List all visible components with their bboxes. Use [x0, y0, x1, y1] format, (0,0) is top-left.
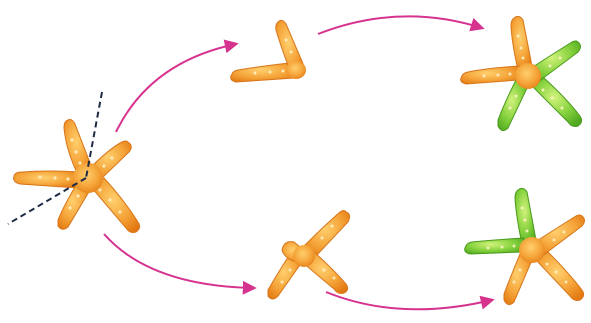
bottom-regen-arm-bottom-right — [536, 252, 584, 301]
arrow-parent-to-top-fragment — [116, 44, 236, 132]
bottom-fragment — [268, 211, 350, 300]
parent-arm-left — [14, 171, 80, 188]
top-regenerated-starfish — [461, 16, 582, 130]
parent-starfish — [14, 120, 140, 233]
parent-center — [73, 163, 103, 193]
top-regen-arm-bottom-right — [532, 78, 582, 127]
top-fragment — [231, 20, 306, 82]
bottom-regenerated-starfish — [465, 188, 585, 304]
bottom-regen-arm-top — [515, 188, 536, 244]
arrow-parent-to-bottom-fragment — [104, 234, 254, 288]
top-regen-arm-top — [511, 16, 532, 70]
arrow-top-fragment-to-regenerated — [318, 16, 482, 34]
arrow-bottom-fragment-to-regenerated — [326, 292, 492, 309]
